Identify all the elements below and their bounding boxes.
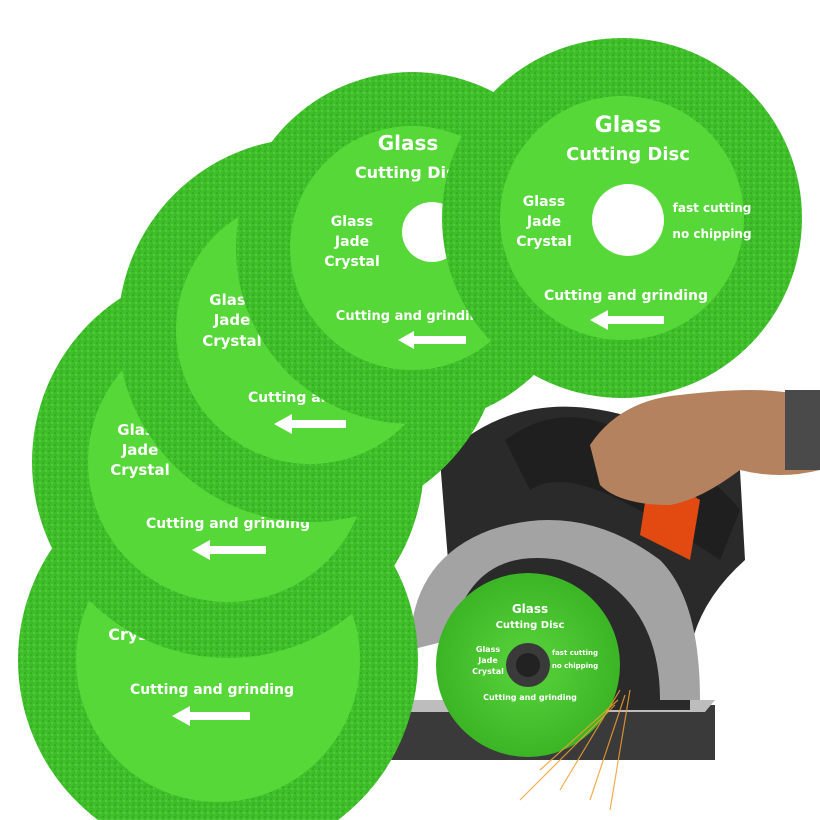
arrow-left-icon xyxy=(192,540,266,560)
svg-text:Jade: Jade xyxy=(477,656,498,665)
svg-text:Cutting and grinding: Cutting and grinding xyxy=(130,682,294,698)
svg-text:fast cutting: fast cutting xyxy=(673,201,752,215)
svg-text:Cutting and grinding: Cutting and grinding xyxy=(544,288,708,304)
svg-text:Cutting Disc: Cutting Disc xyxy=(355,163,465,182)
svg-text:Jade: Jade xyxy=(121,441,159,459)
svg-text:fast cutting: fast cutting xyxy=(552,649,598,657)
disc-5: Glass Cutting Disc Glass Jade Crystal fa… xyxy=(442,38,802,398)
disc-title-1: Glass xyxy=(595,113,662,138)
svg-text:Jade: Jade xyxy=(526,214,561,230)
saw-guard xyxy=(410,520,700,700)
svg-text:Jade: Jade xyxy=(334,234,369,250)
svg-text:Crystal: Crystal xyxy=(472,667,504,676)
arrow-left-icon xyxy=(172,706,250,726)
svg-text:Crystal: Crystal xyxy=(202,332,262,350)
center-hole xyxy=(592,184,664,256)
disc-title-2: Cutting Disc xyxy=(566,144,690,165)
svg-text:Glass: Glass xyxy=(331,214,373,230)
arrow-left-icon xyxy=(274,414,346,434)
svg-text:Crystal: Crystal xyxy=(110,461,170,479)
svg-text:no chipping: no chipping xyxy=(672,227,751,241)
arrow-left-icon xyxy=(398,331,466,349)
saw-disc-title-1: Glass xyxy=(512,602,548,616)
svg-text:Cutting and grinding: Cutting and grinding xyxy=(146,516,310,532)
arrow-left-icon xyxy=(590,310,664,330)
sparks xyxy=(519,689,631,811)
svg-text:Jade: Jade xyxy=(213,311,251,329)
svg-text:Glass: Glass xyxy=(476,645,500,654)
saw-disc-title-2: Cutting Disc xyxy=(496,620,565,631)
svg-text:Crystal: Crystal xyxy=(324,254,380,270)
svg-text:no chipping: no chipping xyxy=(552,662,598,670)
svg-text:Crystal: Crystal xyxy=(516,234,572,250)
svg-text:Cutting and grinding: Cutting and grinding xyxy=(336,309,488,324)
hand xyxy=(590,390,820,505)
svg-text:Glass: Glass xyxy=(378,131,439,155)
svg-text:Glass: Glass xyxy=(523,194,565,210)
svg-text:Cutting and grinding: Cutting and grinding xyxy=(483,693,577,702)
saw-machine: Glass Cutting Disc Glass Jade Crystal fa… xyxy=(360,390,820,811)
